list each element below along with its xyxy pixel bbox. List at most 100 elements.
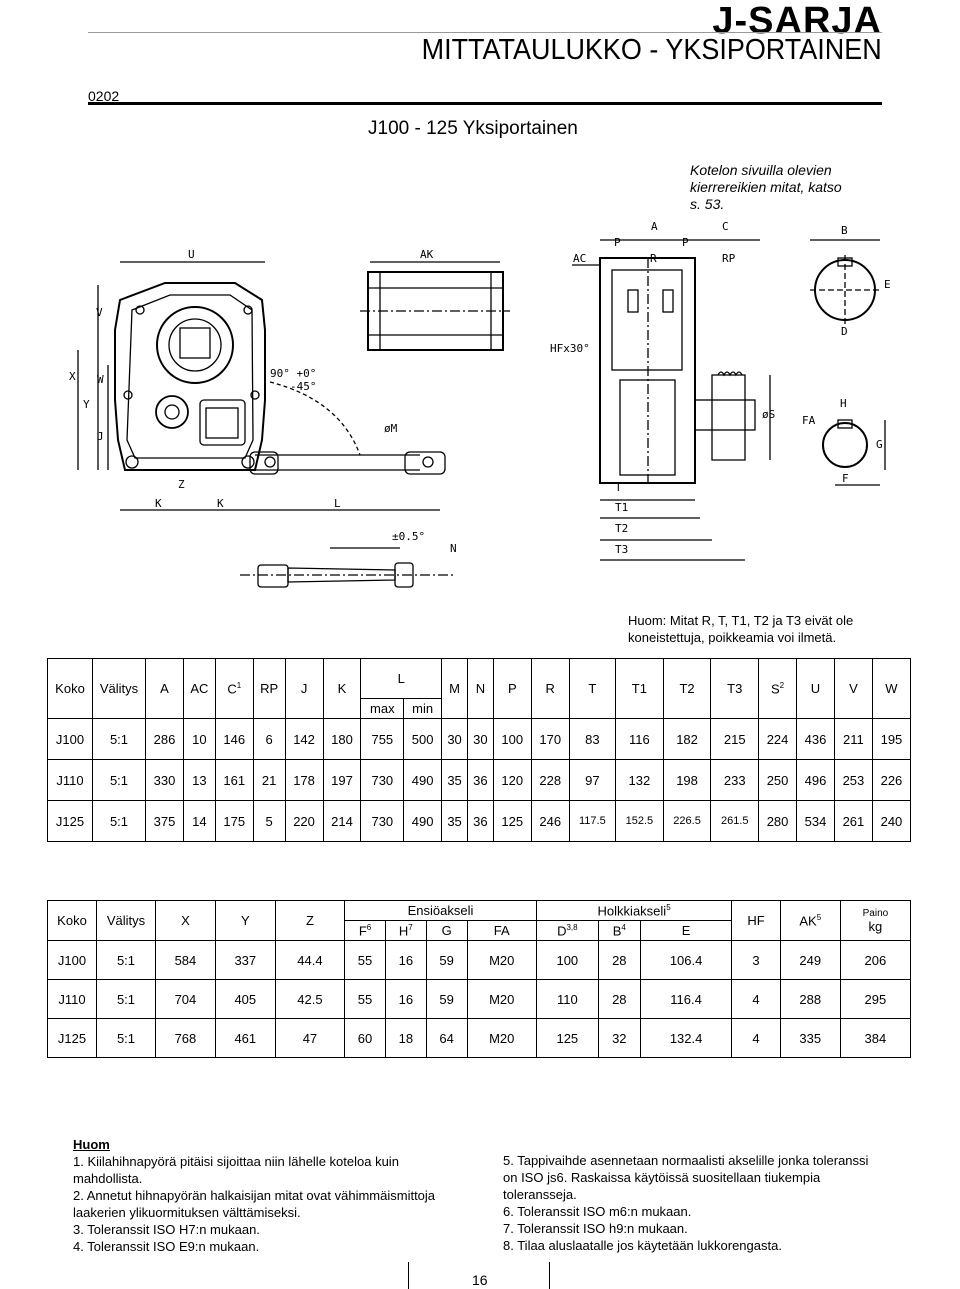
footnote-item: 3. Toleranssit ISO H7:n mukaan. (73, 1222, 260, 1237)
label-V: V (96, 306, 103, 319)
header-cell: Koko (47, 658, 93, 719)
cell: 198 (662, 759, 712, 801)
cell: 335 (779, 1018, 841, 1058)
cell: 768 (155, 1018, 216, 1058)
header-cell: W (871, 658, 912, 719)
document-code: 0202 (88, 88, 120, 104)
header-cell: Välitys (92, 658, 146, 719)
cell: 146 (214, 718, 254, 760)
cell: 97 (568, 759, 617, 801)
footnote-item: 4. Toleranssit ISO E9:n mukaan. (73, 1239, 260, 1254)
cell: 490 (403, 800, 443, 842)
cell: 730 (360, 759, 405, 801)
header-cell-D: D3,8 (535, 920, 599, 941)
cell: 35 (441, 759, 468, 801)
cell: 755 (360, 718, 405, 760)
cell: 106.4 (639, 940, 733, 980)
cell: 14 (182, 800, 216, 842)
label-K2: K (217, 497, 224, 510)
page-number-box (408, 1262, 550, 1289)
cell: 228 (530, 759, 570, 801)
header-cell: M (441, 658, 468, 719)
page-title: MITTATAULUKKO - YKSIPORTAINEN (421, 34, 882, 66)
cell: 83 (568, 718, 617, 760)
thread-note: Kotelon sivuilla olevien kierrereikien m… (690, 162, 842, 212)
label-W: W (97, 373, 104, 386)
cell: J100 (47, 718, 93, 760)
cell: 233 (710, 759, 760, 801)
header-cell: J (284, 658, 324, 719)
header-cell-B: B4 (597, 920, 641, 941)
cell: 21 (252, 759, 286, 801)
header-group-input-shaft: Ensiöakseli (344, 900, 537, 921)
header-cell: X (155, 900, 216, 941)
cell: 110 (535, 979, 599, 1019)
header-cell: FA (466, 920, 537, 941)
label-phiM: øM (384, 422, 398, 435)
label-J: J (97, 430, 104, 443)
header-cell: HF (731, 900, 781, 941)
footnote-item: 5. Tappivaihde asennetaan normaalisti ak… (503, 1153, 869, 1202)
cell: 16 (384, 940, 427, 980)
header-cell: Z (274, 900, 346, 941)
label-AK: AK (420, 248, 434, 261)
cell: J125 (47, 1018, 97, 1058)
label-A: A (651, 220, 658, 233)
cell: 175 (214, 800, 254, 842)
label-HFx30: HFx30° (550, 342, 590, 355)
cell: 132 (615, 759, 664, 801)
footnotes-title: Huom (73, 1137, 110, 1152)
header-cell-C: C1 (214, 658, 254, 719)
cell: 5:1 (92, 800, 146, 842)
label-angle1: 90° +0° (270, 367, 316, 380)
cell: 5:1 (96, 940, 156, 980)
cell: 152.5 (615, 800, 664, 842)
cell: 337 (214, 940, 276, 980)
header-cell-L: L (360, 658, 443, 699)
table-subheader-row: max min (48, 698, 911, 719)
cell: M20 (466, 940, 537, 980)
cell: 4 (731, 979, 781, 1019)
label-tolerance: ±0.5° (392, 530, 425, 543)
label-H: H (840, 397, 847, 410)
cell: 704 (155, 979, 216, 1019)
cell: 59 (425, 940, 468, 980)
cell: 226.5 (662, 800, 712, 842)
cell: M20 (466, 1018, 537, 1058)
label-FA: FA (802, 414, 816, 427)
dimension-table-2: Koko Välitys X Y Z Ensiöakseli Holkkiaks… (47, 900, 912, 1058)
label-AC: AC (573, 252, 586, 265)
header-cell: K (322, 658, 362, 719)
page-number: 16 (472, 1272, 488, 1288)
label-D: D (841, 325, 848, 338)
table-header-row: Koko Välitys X Y Z Ensiöakseli Holkkiaks… (47, 900, 912, 941)
cell: 180 (322, 718, 362, 760)
header-cell-L-max: max (360, 698, 405, 719)
cell: 490 (403, 759, 443, 801)
header-cell: Y (214, 900, 276, 941)
header-cell: Välitys (96, 900, 156, 941)
label-T: T (615, 481, 622, 494)
cell: 436 (796, 718, 835, 760)
cell: 55 (344, 979, 386, 1019)
label-U: U (188, 248, 195, 261)
cell: 246 (530, 800, 570, 842)
cell: 215 (710, 718, 760, 760)
footnotes-left: Huom 1. Kiilahihnapyörä pitäisi sijoitta… (73, 1136, 463, 1255)
cell: 100 (535, 940, 599, 980)
cell: 5:1 (92, 759, 146, 801)
cell: 253 (833, 759, 873, 801)
cell: 47 (274, 1018, 346, 1058)
label-P1: P (614, 236, 621, 249)
header-cell: R (530, 658, 570, 719)
cell: 35 (441, 800, 468, 842)
gearbox-drawing: U AK AC P A P C B R RP E D V X W Y J HFx… (69, 220, 891, 588)
label-K1: K (155, 497, 162, 510)
cell: 261 (833, 800, 873, 842)
cell: 30 (466, 718, 494, 760)
label-L: L (334, 497, 341, 510)
cell: 496 (796, 759, 835, 801)
